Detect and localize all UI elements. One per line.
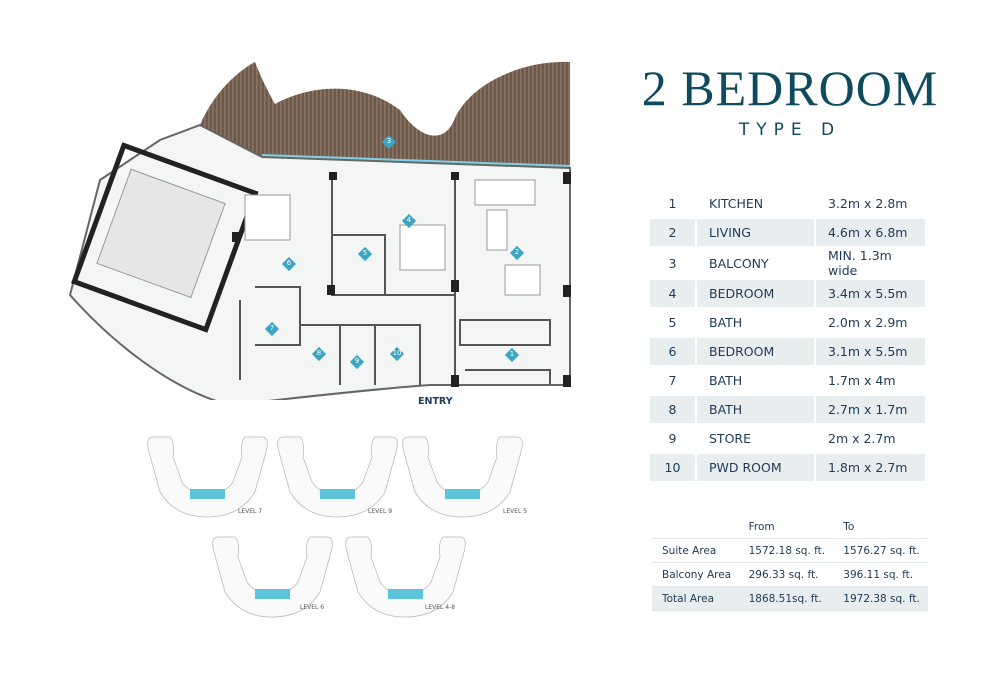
room-dimensions: 2.7m x 1.7m [816,396,925,425]
area-table-header: From To [652,516,928,539]
room-marker: 5 [357,246,373,262]
room-number: 5 [650,309,697,338]
room-number: 4 [650,280,697,309]
page-subtitle: TYPE D [738,120,842,140]
room-dimensions: 3.4m x 5.5m [816,280,925,309]
room-number: 9 [650,425,697,454]
floor-plan [68,61,571,400]
room-name: BEDROOM [697,280,816,309]
room-number: 2 [650,219,697,248]
room-marker: 8 [311,346,327,362]
room-name: STORE [697,425,816,454]
area-row: Balcony Area 296.33 sq. ft. 396.11 sq. f… [652,563,928,587]
level-label: LEVEL 4-8 [425,604,456,611]
room-marker: 2 [509,245,525,261]
level-label: LEVEL 9 [368,508,393,515]
level-label: LEVEL 6 [300,604,325,611]
header-to: To [833,516,928,539]
room-name: KITCHEN [697,190,816,219]
room-name: BEDROOM [697,338,816,367]
area-row-total: Total Area 1868.51sq. ft. 1972.38 sq. ft… [652,587,928,611]
room-name: BATH [697,396,816,425]
level-keyplan [345,536,466,618]
room-number: 7 [650,367,697,396]
level-keyplan [147,436,268,518]
level-label: LEVEL 7 [238,508,263,515]
room-name: BATH [697,309,816,338]
level-keyplan [277,436,398,518]
level-keyplan [212,536,333,618]
level-label: LEVEL 5 [503,508,528,515]
room-dimensions: 2m x 2.7m [816,425,925,454]
area-row: Suite Area 1572.18 sq. ft. 1576.27 sq. f… [652,539,928,563]
room-marker: 9 [349,354,365,370]
header-from: From [738,516,834,539]
room-dimensions: 3.2m x 2.8m [816,190,925,219]
room-dimensions: 3.1m x 5.5m [816,338,925,367]
room-dimensions: 1.8m x 2.7m [816,454,925,483]
room-dimensions: 4.6m x 6.8m [816,219,925,248]
room-marker: 1 [504,347,520,363]
balcony-deck [200,61,570,168]
room-name: BATH [697,367,816,396]
room-number: 8 [650,396,697,425]
room-marker: 7 [264,321,280,337]
room-dimensions: 2.0m x 2.9m [816,309,925,338]
room-marker: 3 [381,134,397,150]
room-name: LIVING [697,219,816,248]
room-name: BALCONY [697,248,816,280]
room-number: 1 [650,190,697,219]
room-dimensions: MIN. 1.3m wide [816,248,925,280]
room-name: PWD ROOM [697,454,816,483]
room-number: 3 [650,248,697,280]
area-table: From To Suite Area 1572.18 sq. ft. 1576.… [652,516,928,611]
room-marker: 4 [401,213,417,229]
level-keyplan [402,436,523,518]
room-marker: 10 [389,346,405,362]
entry-label: ENTRY [418,396,453,407]
room-marker: 6 [281,256,297,272]
room-number: 10 [650,454,697,483]
page-title: 2 BEDROOM [641,60,939,116]
room-dimensions: 1.7m x 4m [816,367,925,396]
room-number: 6 [650,338,697,367]
